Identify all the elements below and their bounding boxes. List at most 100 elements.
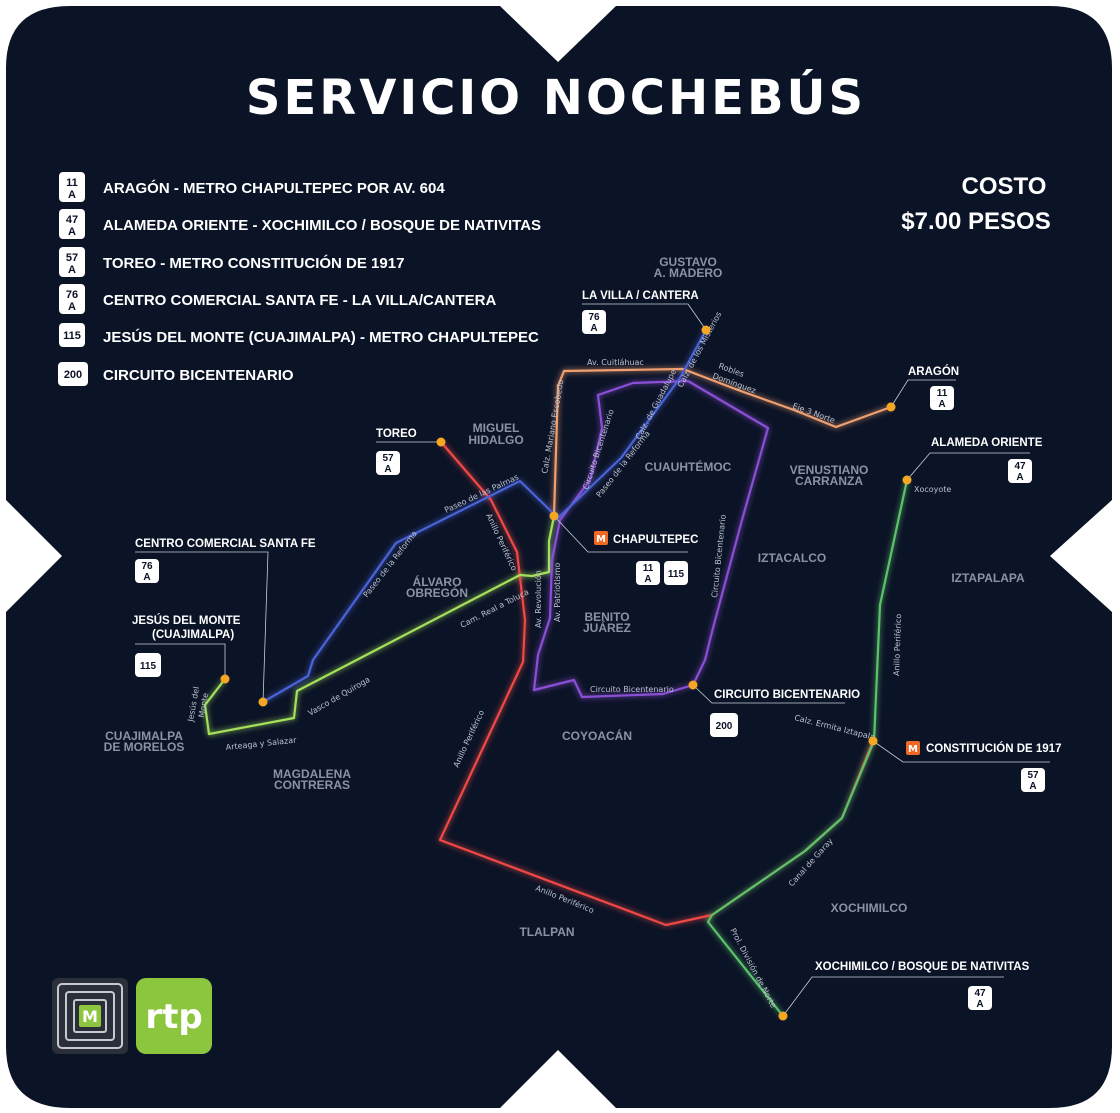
badge-letter: A — [1029, 781, 1036, 792]
street-label: Anillo Periférico — [891, 613, 903, 676]
stop-toreo[interactable] — [436, 437, 446, 447]
rtp-logo: rtp — [136, 978, 212, 1054]
terminal-label: ARAGÓN — [908, 365, 959, 378]
badge-number: 115 — [668, 569, 685, 580]
legend-item-47a: 47 A ALAMEDA ORIENTE - XOCHIMILCO / BOSQ… — [59, 209, 541, 239]
terminal-label: CIRCUITO BICENTENARIO — [714, 689, 860, 701]
stops — [220, 325, 912, 1021]
route-badge — [59, 247, 85, 277]
legend-item-200: 200 CIRCUITO BICENTENARIO — [58, 362, 294, 386]
map-title: SERVICIO NOCHEBÚS — [246, 69, 866, 126]
badge-number: 47 — [66, 214, 78, 226]
terminal-label: CHAPULTEPEC — [613, 534, 698, 546]
legend-item-115: 115 JESÚS DEL MONTE (CUAJIMALPA) - METRO… — [59, 323, 539, 347]
street-label: Av. Revolución — [533, 570, 543, 628]
route-lines — [203, 328, 909, 1018]
leader-constitucion — [872, 740, 1050, 763]
terminal-label: CONSTITUCIÓN DE 1917 — [926, 742, 1061, 755]
badge-number: 11 — [937, 388, 948, 399]
badge-number: 57 — [66, 252, 78, 264]
street-label: Monte — [197, 692, 210, 718]
terminal-label: CENTRO COMERCIAL SANTA FE — [135, 538, 316, 550]
stop-circuito-bicentenario[interactable] — [688, 680, 698, 690]
terminal-toreo: TOREO 57 A — [376, 428, 417, 475]
legend: 11 A ARAGÓN - METRO CHAPULTEPEC POR AV. … — [58, 172, 541, 386]
legend-label: CENTRO COMERCIAL SANTA FE - LA VILLA/CAN… — [103, 292, 496, 309]
terminal-label: ALAMEDA ORIENTE — [931, 437, 1043, 449]
legend-item-76a: 76 A CENTRO COMERCIAL SANTA FE - LA VILL… — [59, 284, 496, 314]
leader-la-villa — [582, 303, 707, 331]
legend-item-57a: 57 A TOREO - METRO CONSTITUCIÓN DE 1917 — [59, 247, 404, 277]
badge-number: 57 — [1027, 770, 1039, 781]
route-badge — [968, 986, 992, 1010]
cost-value: $7.00 PESOS — [901, 208, 1050, 235]
stop-chapultepec[interactable] — [549, 511, 559, 521]
badge-number: 76 — [66, 289, 78, 301]
leader-santa-fe — [135, 551, 269, 703]
terminal-label: XOCHIMILCO / BOSQUE DE NATIVITAS — [815, 961, 1030, 973]
badge-number: 115 — [140, 661, 157, 672]
badge-letter: A — [68, 189, 76, 201]
map-background — [6, 6, 1112, 1108]
area-cuauhtemoc: CUAUHTÉMOC — [645, 459, 732, 474]
stop-santa-fe[interactable] — [258, 697, 268, 707]
metro-logo: M — [52, 978, 128, 1054]
badge-letter: A — [1016, 472, 1023, 483]
route-badge — [664, 561, 688, 585]
badge-letter: A — [938, 399, 945, 410]
metro-logo-glyph: M — [82, 1007, 98, 1026]
stop-xochimilco[interactable] — [778, 1011, 788, 1021]
legend-label: JESÚS DEL MONTE (CUAJIMALPA) - METRO CHA… — [103, 328, 539, 346]
terminal-alameda-oriente: ALAMEDA ORIENTE 47 A — [931, 437, 1043, 483]
street-label: Av. Patriotismo — [553, 563, 562, 622]
stop-constitucion[interactable] — [868, 736, 878, 746]
street-label: Av. Cuitláhuac — [587, 358, 644, 367]
terminal-label: LA VILLA / CANTERA — [582, 290, 699, 302]
route-badge — [710, 713, 738, 737]
badge-number: 47 — [974, 988, 986, 999]
legend-item-11a: 11 A ARAGÓN - METRO CHAPULTEPEC POR AV. … — [59, 172, 445, 202]
terminal-circuito-bicentenario: CIRCUITO BICENTENARIO 200 — [710, 689, 860, 737]
street-label: Circuito Bicentenario — [590, 685, 674, 694]
route-76a — [261, 328, 708, 704]
stop-alameda-oriente[interactable] — [902, 475, 912, 485]
legend-label: TOREO - METRO CONSTITUCIÓN DE 1917 — [103, 254, 404, 272]
area-coyoacan: COYOACÁN — [562, 728, 632, 743]
badge-letter: A — [68, 301, 76, 313]
terminal-xochimilco: XOCHIMILCO / BOSQUE DE NATIVITAS 47 A — [815, 961, 1030, 1010]
area-iztapalapa: IZTAPALAPA — [951, 571, 1025, 585]
stop-aragon[interactable] — [886, 402, 896, 412]
terminal-label: JESÚS DEL MONTE(CUAJIMALPA) — [132, 614, 241, 641]
area-xochimilco: XOCHIMILCO — [831, 901, 908, 915]
stop-jesus-del-monte[interactable] — [220, 674, 230, 684]
route-badge — [1021, 768, 1045, 792]
area-iztacalco: IZTACALCO — [758, 551, 826, 565]
badge-number: 57 — [382, 453, 394, 464]
rtp-logo-text: rtp — [145, 997, 202, 1037]
legend-label: CIRCUITO BICENTENARIO — [103, 367, 294, 384]
route-badge — [1008, 459, 1032, 483]
route-badge — [135, 559, 159, 583]
terminal-la-villa: LA VILLA / CANTERA 76 A — [582, 290, 699, 334]
route-115 — [203, 514, 556, 736]
metro-icon-glyph: M — [596, 534, 606, 545]
badge-letter: A — [590, 323, 597, 334]
route-47a — [706, 478, 909, 1018]
badge-letter: A — [384, 464, 391, 475]
route-badge — [376, 451, 400, 475]
route-badge — [582, 310, 606, 334]
route-badge — [58, 362, 88, 386]
badge-number: 200 — [64, 369, 82, 381]
leader-alameda — [906, 452, 1030, 481]
stop-la-villa[interactable] — [701, 325, 711, 335]
terminal-constitucion: M CONSTITUCIÓN DE 1917 57 A — [906, 741, 1061, 792]
route-badge — [135, 653, 161, 677]
badge-number: 76 — [588, 312, 600, 323]
leader-jesus — [135, 643, 226, 679]
